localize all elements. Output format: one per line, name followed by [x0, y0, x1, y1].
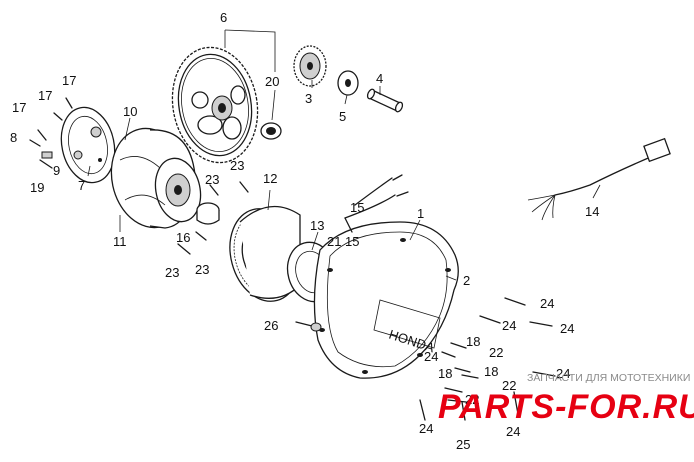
callout-21: 21	[327, 234, 341, 249]
callout-12: 12	[263, 171, 277, 186]
callout-17c: 17	[12, 100, 26, 115]
callout-11: 11	[113, 234, 127, 249]
callout-20: 20	[265, 74, 279, 89]
callout-24d: 24	[424, 349, 438, 364]
callout-6: 6	[220, 10, 227, 25]
callout-17b: 17	[38, 88, 52, 103]
left-crankcase-cover: HONDA	[313, 221, 459, 379]
callout-3: 3	[305, 91, 312, 106]
callout-7: 7	[78, 178, 85, 193]
callout-16: 16	[176, 230, 190, 245]
callout-25: 25	[456, 437, 470, 452]
callout-24e: 24	[556, 366, 570, 381]
callout-2: 2	[463, 273, 470, 288]
callout-10: 10	[123, 104, 137, 119]
needle-bearing	[260, 122, 282, 140]
washer	[337, 70, 359, 96]
callout-13: 13	[310, 218, 324, 233]
callout-24a: 24	[540, 296, 554, 311]
callout-18a: 18	[466, 334, 480, 349]
fasteners	[29, 97, 556, 421]
callout-15b: 15	[345, 234, 359, 249]
callout-23d: 23	[165, 265, 179, 280]
callout-18b: 18	[438, 366, 452, 381]
callout-1: 1	[417, 206, 424, 221]
callout-26: 26	[264, 318, 278, 333]
callout-19: 19	[30, 180, 44, 195]
callout-17a: 17	[62, 73, 76, 88]
callout-14: 14	[585, 204, 599, 219]
callout-24g: 24	[506, 424, 520, 439]
watermark-caption: ЗАПЧАСТИ ДЛЯ МОТОТЕХНИКИ	[527, 372, 690, 384]
callout-5: 5	[339, 109, 346, 124]
callout-23c: 23	[195, 262, 209, 277]
callout-24b: 24	[502, 318, 516, 333]
callout-23a: 23	[230, 158, 244, 173]
callout-22b: 22	[502, 378, 516, 393]
callout-24c: 24	[560, 321, 574, 336]
watermark: ЗАПЧАСТИ ДЛЯ МОТОТЕХНИКИ PARTS-FOR.RU	[438, 372, 694, 426]
callout-23b: 23	[205, 172, 219, 187]
idle-gear-shaft	[366, 88, 404, 113]
callout-24f: 24	[419, 421, 433, 436]
watermark-logo: PARTS-FOR.RU	[438, 388, 694, 426]
callout-18c: 18	[484, 364, 498, 379]
wire-harness	[344, 137, 671, 221]
callout-labels: 6 20 3 4 5 17 17 17 10 8 9 19 7 11 23 23…	[10, 10, 599, 452]
callout-9: 9	[53, 163, 60, 178]
alternator-rotor	[110, 127, 202, 229]
starter-clutch-outer	[60, 106, 116, 184]
starter-idle-gear	[293, 45, 327, 87]
callout-22a: 22	[489, 345, 503, 360]
callout-8: 8	[10, 130, 17, 145]
starter-driven-gear	[171, 46, 259, 164]
alternator-stator	[229, 205, 301, 302]
callout-4: 4	[376, 71, 383, 86]
leader-lines	[87, 29, 601, 281]
spacer-collar	[196, 202, 220, 225]
callout-15: 15	[350, 200, 364, 215]
callout-22c: 22	[465, 392, 479, 407]
